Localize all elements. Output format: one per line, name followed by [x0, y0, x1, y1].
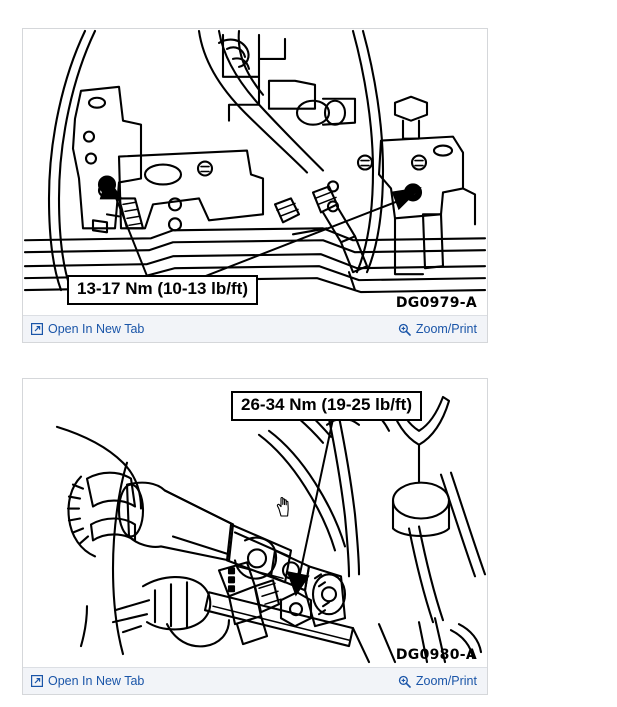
zoom-print-label: Zoom/Print [415, 322, 477, 336]
figure-code-1: DG0979-A [395, 295, 477, 311]
open-in-new-tab-button-2[interactable]: Open In New Tab [31, 674, 144, 688]
figure-image-1[interactable]: 13-17 Nm (10-13 lb/ft) DG0979-A [23, 29, 487, 315]
magnifier-plus-icon [398, 675, 411, 688]
open-in-new-tab-button-1[interactable]: Open In New Tab [31, 322, 144, 336]
open-in-new-tab-label: Open In New Tab [48, 322, 145, 336]
open-in-new-tab-icon [31, 675, 43, 687]
figure-2-toolbar: Open In New Tab Zoom/Print [23, 667, 487, 694]
figure-image-2[interactable]: 26-34 Nm (19-25 lb/ft) DG0980-A [23, 379, 487, 667]
figure-panel-2: 26-34 Nm (19-25 lb/ft) DG0980-A Open [22, 378, 488, 695]
figure-code-2: DG0980-A [395, 647, 477, 663]
figure-2-drawing [55, 391, 487, 664]
torque-callout-figure-2: 26-34 Nm (19-25 lb/ft) [231, 391, 422, 421]
zoom-print-label: Zoom/Print [415, 674, 477, 688]
figure-1-drawing [23, 29, 487, 299]
open-in-new-tab-label: Open In New Tab [48, 674, 145, 688]
torque-callout-figure-1: 13-17 Nm (10-13 lb/ft) [67, 275, 258, 305]
magnifier-plus-icon [398, 323, 411, 336]
zoom-print-button-2[interactable]: Zoom/Print [398, 674, 477, 688]
figure-panel-1: 13-17 Nm (10-13 lb/ft) DG0979-A Open In … [22, 28, 488, 343]
open-in-new-tab-icon [31, 323, 43, 335]
figure-1-toolbar: Open In New Tab Zoom/Print [23, 315, 487, 342]
zoom-print-button-1[interactable]: Zoom/Print [398, 322, 477, 336]
